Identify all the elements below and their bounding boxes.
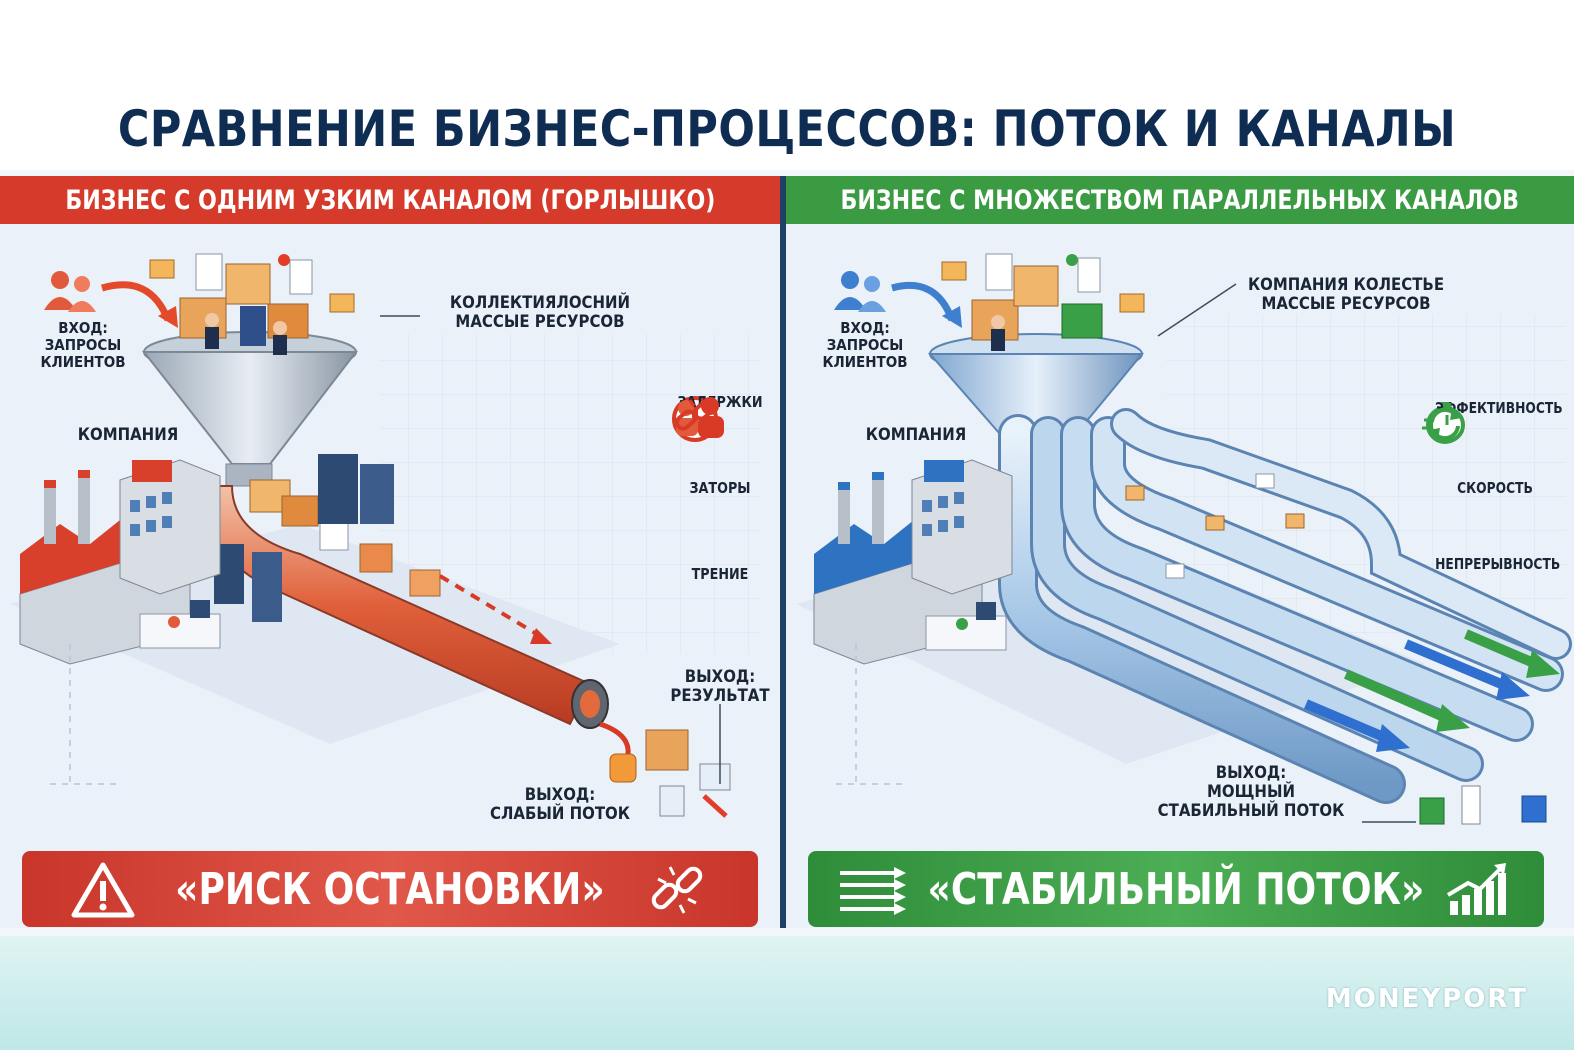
customers-icon	[44, 271, 96, 312]
stable-flow-banner: «СТАБИЛЬНЫЙ ПОТОК»	[808, 851, 1544, 927]
left-output-result-label: ВЫХОД: РЕЗУЛЬТАТ	[670, 667, 770, 707]
growth-chart-icon	[1446, 863, 1506, 915]
benefit-list: ЭФФЕКТИВНОСТЬ СКОРОСТЬ НЕПРЕРЫВНОСТЬ	[1422, 400, 1568, 632]
left-panel: ВХОД: ЗАПРОСЫ КЛИЕНТОВ КОЛЛЕКТИЯЛОСНИЙ М…	[0, 224, 780, 928]
problem-friction: ТРЕНИЕ	[670, 399, 770, 652]
bottleneck-illustration	[10, 253, 760, 818]
customers-icon-right	[834, 271, 886, 312]
left-company-label: КОМПАНИЯ	[77, 425, 179, 445]
left-panel-header: БИЗНЕС С ОДНИМ УЗКИМ КАНАЛОМ (ГОРЛЫШКО)	[0, 176, 780, 224]
cycle-arrows-icon	[1428, 407, 1462, 441]
parallel-channels-illustration	[796, 253, 1572, 825]
right-resources-label: КОМПАНИЯ КОЛЕСТЬЕ МАССЫЕ РЕСУРСОВ	[1247, 275, 1445, 315]
right-panel: ВХОД: ЗАПРОСЫ КЛИЕНТОВ КОМПАНИЯ КОЛЕСТЬЕ…	[786, 224, 1574, 928]
right-panel-header: БИЗНЕС С МНОЖЕСТВОМ ПАРАЛЛЕЛЬНЫХ КАНАЛОВ	[786, 176, 1574, 224]
footer-band	[0, 936, 1574, 1050]
benefit-speed: СКОРОСТЬ	[1422, 403, 1568, 556]
risk-banner: «РИСК ОСТАНОВКИ»	[22, 851, 758, 927]
page-title: СРАВНЕНИЕ БИЗНЕС-ПРОЦЕССОВ: ПОТОК И КАНА…	[117, 100, 1457, 158]
right-input-label: ВХОД: ЗАПРОСЫ КЛИЕНТОВ	[822, 319, 908, 371]
parallel-pipes	[998, 408, 1572, 804]
left-output-label: ВЫХОД: СЛАБЫЙ ПОТОК	[489, 785, 631, 825]
left-resources-label: КОЛЛЕКТИЯЛОСНИЙ МАССЫЕ РЕСУРСОВ	[449, 293, 631, 333]
benefit-continuity: НЕПРЕРЫВНОСТЬ	[1422, 407, 1568, 632]
factory-icon-right	[813, 459, 1013, 665]
panel-divider	[780, 176, 786, 928]
broken-link-icon	[651, 866, 703, 914]
brand-logo: MONEYPORT	[1325, 984, 1528, 1014]
factory-icon	[19, 459, 221, 665]
broken-chain-icon	[674, 399, 716, 435]
right-company-label: КОМПАНИЯ	[865, 425, 967, 445]
warning-icon	[71, 862, 135, 918]
problem-jams: ЗАТОРЫ	[670, 397, 770, 566]
parallel-arrows-icon	[840, 867, 906, 915]
flow-arrows	[1304, 604, 1560, 752]
left-input-label: ВХОД: ЗАПРОСЫ КЛИЕНТОВ	[40, 319, 126, 371]
funnel-icon	[141, 331, 359, 487]
problem-list: ЗАДЕРЖКИ ЗАТОРЫ ТРЕНИЕ	[670, 394, 770, 652]
right-output-label: ВЫХОД: МОЩНЫЙ СТАБИЛЬНЫЙ ПОТОК	[1157, 763, 1345, 822]
